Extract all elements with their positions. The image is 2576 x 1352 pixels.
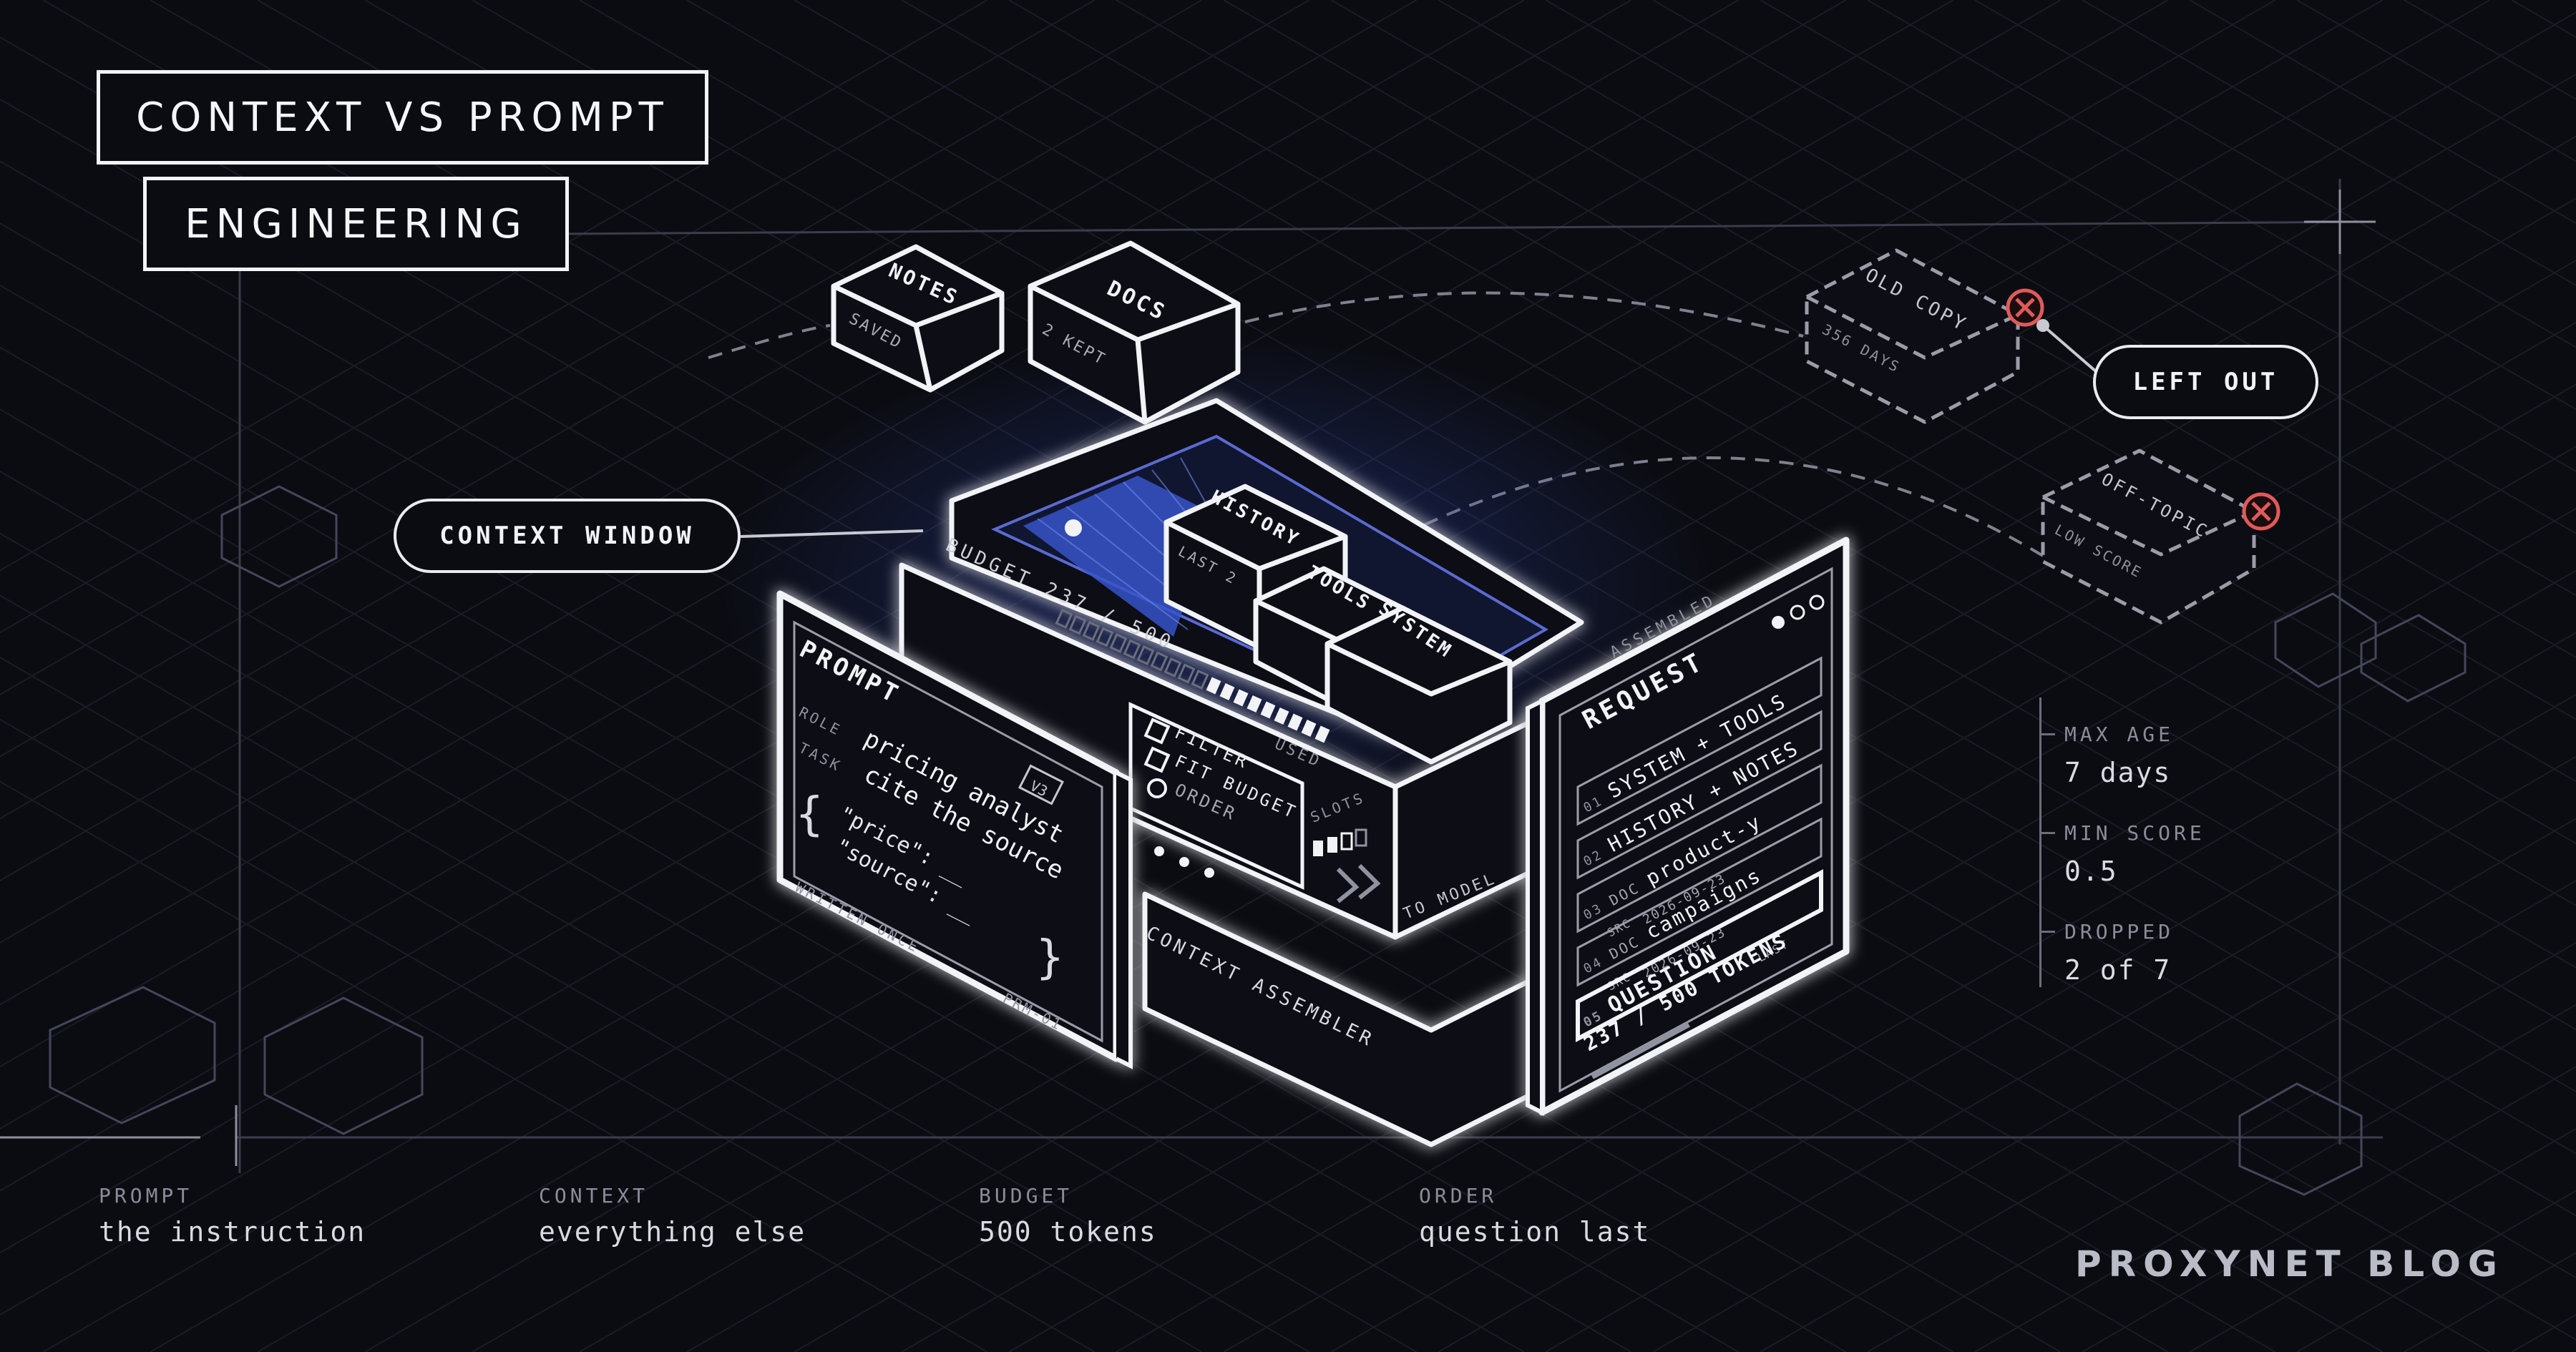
budget-cell — [1096, 627, 1114, 647]
flow-arcs — [708, 291, 2048, 559]
filter-tick — [2039, 832, 2055, 834]
version-badge — [1018, 764, 1065, 805]
docs-block — [1028, 240, 1241, 425]
filter-value: 2 of 7 — [2064, 954, 2172, 986]
budget-cell — [1233, 689, 1249, 707]
off-topic-block — [2041, 449, 2256, 624]
title-line1: CONTEXT VS PROMPT — [97, 70, 708, 165]
filter-rule — [2039, 697, 2041, 987]
left-out-leader — [2041, 324, 2098, 373]
legend-label: BUDGET — [979, 1184, 1073, 1208]
budget-cell — [1177, 663, 1196, 684]
budget-cell — [1123, 639, 1141, 660]
budget-cell — [1246, 695, 1262, 712]
budget-cell — [1055, 609, 1073, 629]
legend-label: PROMPT — [99, 1184, 193, 1208]
used-bar — [1055, 609, 1330, 743]
title-line2: ENGINEERING — [143, 177, 569, 271]
reject-icon — [2006, 288, 2044, 327]
left-out-callout: LEFT OUT — [2093, 345, 2318, 419]
token-bar — [1591, 1022, 1690, 1079]
budget-cell — [1260, 701, 1276, 719]
notes-block — [831, 244, 1005, 393]
budget-cell — [1150, 651, 1169, 672]
chevron-right-icon — [1336, 863, 1381, 903]
legend-value: 500 tokens — [979, 1216, 1157, 1248]
status-dots — [1154, 846, 1214, 878]
budget-cell — [1206, 677, 1221, 695]
budget-cell — [1287, 713, 1303, 731]
context-window-anchor — [1065, 519, 1082, 537]
budget-cell — [1082, 621, 1101, 641]
prompt-brace-close: } — [1036, 931, 1064, 984]
brand-logo: PROXYNET BLOG — [2075, 1243, 2504, 1285]
filter-tick — [2039, 733, 2055, 735]
budget-cell — [1136, 645, 1155, 665]
legend-value: the instruction — [99, 1216, 366, 1248]
filter-tick — [2039, 931, 2055, 933]
frame-lines — [0, 179, 2383, 1173]
ghost-cubes — [49, 485, 2467, 1196]
prompt-card — [776, 590, 1133, 1069]
radio-icon — [1147, 778, 1167, 798]
budget-cell — [1068, 614, 1087, 635]
budget-cell — [1191, 670, 1209, 690]
budget-cell — [1163, 657, 1182, 677]
filter-label: MAX AGE — [2064, 722, 2175, 746]
request-row-frame — [1576, 869, 1823, 1042]
budget-cell — [1314, 725, 1330, 743]
filter-label: DROPPED — [2064, 920, 2175, 944]
system-block — [1324, 605, 1513, 765]
reject-icon — [2242, 492, 2280, 531]
context-window-callout: CONTEXT WINDOW — [394, 499, 741, 573]
old-copy-block — [1805, 248, 2020, 424]
request-row-frame — [1576, 817, 1823, 987]
checkbox-icon — [1143, 746, 1171, 773]
request-row-frame — [1576, 656, 1823, 826]
legend-value: everything else — [539, 1216, 806, 1248]
legend-value: question last — [1419, 1216, 1651, 1248]
window-dots — [1772, 594, 1825, 629]
budget-cell — [1274, 707, 1289, 725]
filter-label: MIN SCORE — [2064, 821, 2205, 845]
context-window-leader — [740, 529, 924, 538]
filter-value: 7 days — [2064, 757, 2172, 788]
filter-value: 0.5 — [2064, 856, 2118, 887]
prompt-brace-open: { — [796, 788, 824, 841]
budget-cell — [1219, 683, 1235, 700]
request-card — [1526, 537, 1850, 1116]
slot-indicators — [1313, 828, 1367, 856]
legend-label: CONTEXT — [539, 1184, 649, 1208]
checkbox-icon — [1143, 717, 1171, 745]
budget-cell — [1109, 633, 1128, 653]
budget-cell — [1301, 720, 1317, 737]
legend-label: ORDER — [1419, 1184, 1498, 1208]
request-row-frame — [1576, 710, 1823, 880]
left-out-anchor — [2036, 319, 2049, 332]
request-row-frame — [1576, 763, 1823, 934]
